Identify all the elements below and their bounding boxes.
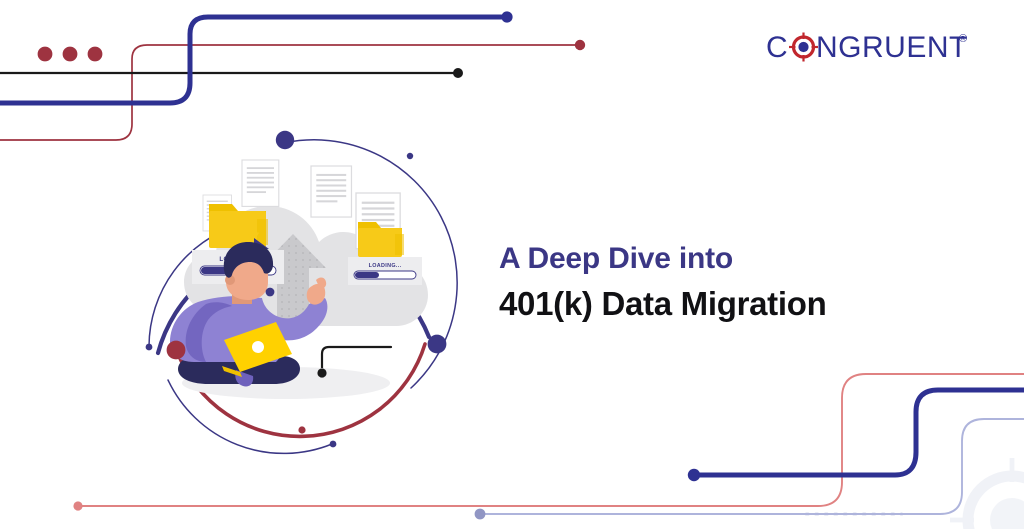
logo-trademark: ® xyxy=(959,33,967,45)
red-dot-1 xyxy=(37,46,53,62)
periwinkle-step-trace xyxy=(479,418,1024,515)
orbit-node-arc-bottom-red xyxy=(298,426,306,434)
dark-red-step-trace xyxy=(0,44,579,141)
red-dot-3 xyxy=(87,46,103,62)
cloud-data-migration-illustration: LOADING... LOADING... xyxy=(126,118,466,456)
person-thumb xyxy=(316,277,327,289)
person-hand xyxy=(306,283,326,305)
progress-bar-right xyxy=(353,270,417,280)
salmon-dot-left xyxy=(73,501,83,511)
logo-target-icon xyxy=(789,32,818,62)
navy-step-trace xyxy=(0,14,509,106)
black-dot-right xyxy=(453,68,463,78)
loading-label-right: LOADING... xyxy=(369,263,402,269)
headline-line-2: 401(k) Data Migration xyxy=(499,285,827,322)
headline-line-1: A Deep Dive into xyxy=(499,242,734,275)
person-sweater-fold xyxy=(185,302,232,362)
orbit-node-right xyxy=(427,334,447,354)
orbit-node-small-bottom xyxy=(329,440,337,448)
salmon-step-trace xyxy=(77,373,1024,507)
congruent-logo[interactable]: C NGRUENT ® xyxy=(766,28,976,68)
person-hair xyxy=(223,242,274,278)
orbit-node-connector-navy xyxy=(265,287,275,297)
laptop-icon xyxy=(222,322,292,377)
person-ear xyxy=(225,275,235,285)
orbit-nodes xyxy=(145,130,447,448)
logo-wordmark: C xyxy=(766,31,788,64)
black-node-connector xyxy=(320,345,393,374)
folder-icon-right xyxy=(358,222,404,257)
navy-dot-left xyxy=(687,468,701,482)
headline: A Deep Dive into 401(k) Data Migration xyxy=(499,239,969,325)
navy-bottom-thin-arc xyxy=(167,379,333,455)
periwinkle-dot-left xyxy=(474,508,486,520)
red-dot-2 xyxy=(62,46,78,62)
orbit-node-small-left xyxy=(145,343,153,351)
three-red-dots xyxy=(37,46,103,62)
logo-wordmark-rest: NGRUENT xyxy=(816,31,968,64)
orbit-node-connector-black xyxy=(317,368,327,378)
person-with-laptop xyxy=(170,242,328,387)
folder-icon-left xyxy=(209,204,268,248)
right-transfer-widget: LOADING... xyxy=(348,222,422,285)
orbit-node-top xyxy=(275,130,295,150)
navy-step-trace xyxy=(692,387,1024,478)
red-dot-right xyxy=(574,39,586,51)
orbit-node-left-red xyxy=(166,340,186,360)
orbit-node-small-top-right xyxy=(406,152,414,160)
navy-dot-right xyxy=(501,11,513,23)
